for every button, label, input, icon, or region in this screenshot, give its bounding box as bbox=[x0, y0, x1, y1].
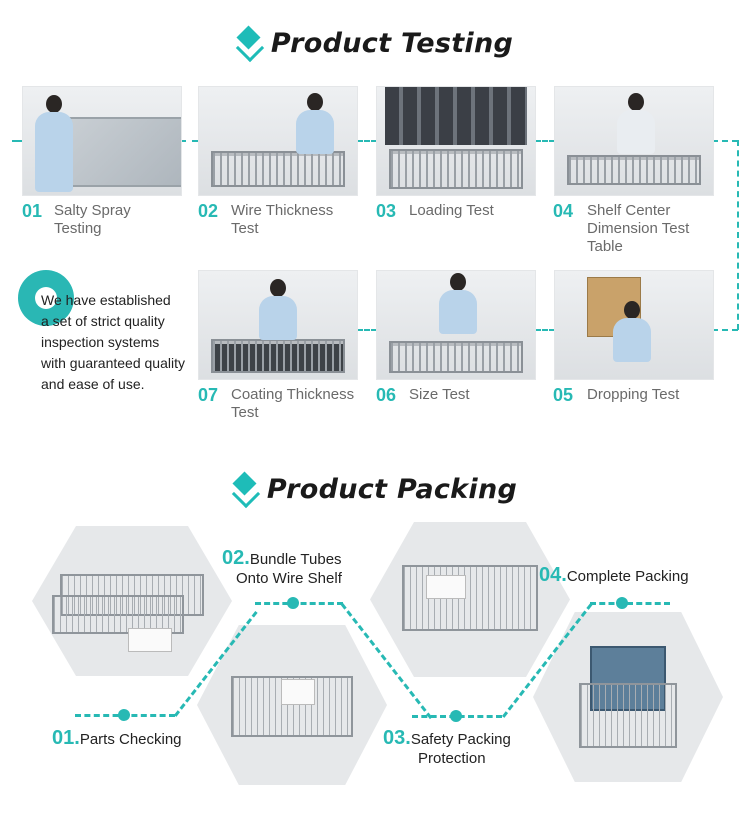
testing-title: Product Testing bbox=[0, 28, 750, 59]
test-label: Dropping Test bbox=[587, 386, 680, 403]
diamond-icon bbox=[233, 475, 257, 505]
test-number: 05 bbox=[553, 385, 574, 405]
connector-line bbox=[712, 329, 738, 331]
testing-title-text: Product Testing bbox=[270, 28, 514, 59]
photo-dropping-test bbox=[554, 270, 714, 380]
photo-size-test bbox=[376, 270, 536, 380]
packing-step-03: 03.Safety Packing Protection bbox=[383, 727, 511, 767]
connector-line bbox=[12, 140, 22, 142]
packing-step-02: 02.Bundle Tubes Onto Wire Shelf bbox=[222, 547, 342, 587]
test-number: 04 bbox=[553, 201, 574, 221]
connector-line bbox=[180, 140, 198, 142]
packing-title: Product Packing bbox=[0, 474, 750, 505]
packing-step-01: 01.Parts Checking bbox=[52, 727, 182, 749]
step-dot bbox=[616, 597, 628, 609]
connector-line bbox=[535, 329, 555, 331]
packing-title-text: Product Packing bbox=[266, 474, 518, 505]
diamond-icon bbox=[237, 29, 261, 59]
photo-loading-test bbox=[376, 86, 536, 196]
connector-line bbox=[737, 140, 739, 330]
connector-line bbox=[357, 329, 377, 331]
packing-image-complete bbox=[533, 612, 723, 782]
packing-image-bundle bbox=[197, 625, 387, 785]
test-number: 06 bbox=[376, 385, 397, 405]
photo-shelf-center bbox=[554, 86, 714, 196]
photo-wire-thickness bbox=[198, 86, 358, 196]
packing-connector bbox=[590, 602, 670, 605]
packing-connector bbox=[255, 602, 343, 605]
packing-image-safety bbox=[370, 522, 570, 677]
photo-salty-spray bbox=[22, 86, 182, 196]
step-dot bbox=[450, 710, 462, 722]
packing-step-04: 04.Complete Packing bbox=[539, 564, 689, 586]
test-label: Loading Test bbox=[409, 202, 494, 219]
connector-line bbox=[712, 140, 738, 142]
test-label: Size Test bbox=[409, 386, 470, 403]
photo-coating-thickness bbox=[198, 270, 358, 380]
step-dot bbox=[287, 597, 299, 609]
packing-image-parts bbox=[32, 526, 232, 676]
test-number: 01 bbox=[22, 201, 43, 221]
test-number: 03 bbox=[376, 201, 397, 221]
connector-line bbox=[357, 140, 377, 142]
connector-line bbox=[535, 140, 555, 142]
test-number: 02 bbox=[198, 201, 219, 221]
intro-text: We have established a set of strict qual… bbox=[41, 292, 185, 392]
test-number: 07 bbox=[198, 385, 219, 405]
step-dot bbox=[118, 709, 130, 721]
intro-circle-icon bbox=[18, 270, 74, 326]
